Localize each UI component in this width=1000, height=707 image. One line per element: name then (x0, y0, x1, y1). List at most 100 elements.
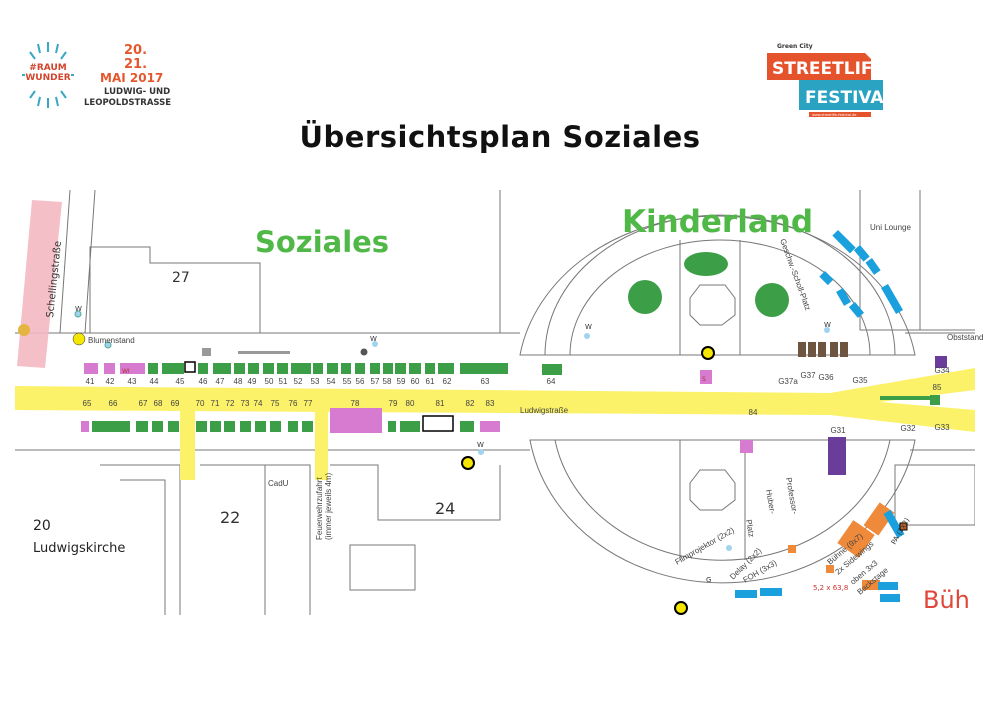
stall-number: 69 (171, 399, 180, 408)
stall-number: 58 (383, 377, 392, 386)
stall-box (370, 363, 380, 374)
stall-box (400, 421, 420, 432)
stall-number: G35 (852, 376, 868, 385)
svg-text:FESTIVAL: FESTIVAL (805, 88, 890, 108)
stall-number: 63 (481, 377, 490, 386)
info-stall (865, 258, 881, 275)
stall-box (270, 421, 281, 432)
stall-box (84, 363, 98, 374)
wi-label: WI (122, 368, 130, 375)
svg-text:21.: 21. (124, 57, 147, 72)
g-label: G (706, 576, 711, 584)
svg-text:LEOPOLDSTRASSE: LEOPOLDSTRASSE (84, 98, 171, 108)
svg-text:MAI 2017: MAI 2017 (100, 71, 163, 85)
building-22: 22 (220, 508, 240, 527)
stall-box (196, 421, 207, 432)
stall-number: G32 (900, 424, 916, 433)
water-label: W (75, 305, 82, 313)
stall-box (395, 363, 406, 374)
water-label: W (477, 441, 484, 449)
stall-number: 70 (196, 399, 205, 408)
water-label: W (585, 323, 592, 331)
streetlife-festival-logo: Green City STREETLIFE FESTIVAL www.stree… (767, 43, 890, 117)
info-stall (853, 244, 870, 262)
stall-box (277, 363, 288, 374)
stall-number: G34 (934, 366, 950, 375)
page-title: Übersichtsplan Soziales (299, 120, 701, 154)
stall-number: 41 (86, 377, 95, 386)
stall-box (480, 421, 500, 432)
building-24: 24 (435, 499, 455, 518)
stall-number: 76 (289, 399, 298, 408)
stall-box (248, 363, 259, 374)
stall-box (330, 408, 382, 433)
stall-box (148, 363, 158, 374)
stall-number: 53 (311, 377, 320, 386)
stall-number: 82 (466, 399, 475, 408)
stage-size-label: 5,2 x 63,8 (813, 584, 848, 592)
stall-box (313, 363, 323, 374)
stall-number: 84 (749, 408, 758, 417)
stall-number: 49 (248, 377, 257, 386)
tree (684, 252, 728, 276)
stall-box (210, 421, 221, 432)
stall-number: 80 (406, 399, 415, 408)
stall-number: G33 (934, 423, 950, 432)
stall-box (213, 363, 231, 374)
stall-box (425, 363, 435, 374)
water-label: W (370, 335, 377, 343)
stall-number: 60 (411, 377, 420, 386)
stall-number: 56 (356, 377, 365, 386)
stall-number: 68 (154, 399, 163, 408)
stall-number: 78 (351, 399, 360, 408)
stall-number: 61 (426, 377, 435, 386)
area-buehne: Büh (923, 586, 970, 614)
stall-number: 43 (128, 377, 137, 386)
stall-box (104, 363, 115, 374)
main-road (15, 368, 975, 432)
stall-number: 77 (304, 399, 313, 408)
stall-box (383, 363, 393, 374)
stall-box (288, 421, 298, 432)
feuerwehr-label: Feuerwehrzufahrt (315, 477, 324, 540)
stall-number: 67 (139, 399, 148, 408)
stall-number: 48 (234, 377, 243, 386)
stall-box (198, 363, 208, 374)
area-soziales: Soziales (255, 225, 389, 259)
stall-number: 85 (933, 383, 942, 392)
stall-number: 45 (176, 377, 185, 386)
svg-text:www.streetlife-festival.de: www.streetlife-festival.de (812, 113, 856, 117)
s-label: S (702, 376, 706, 383)
info-stall (832, 230, 856, 254)
stall-number: 66 (109, 399, 118, 408)
stall-number: 71 (211, 399, 220, 408)
stall-box (438, 363, 454, 374)
stall-number: 59 (397, 377, 406, 386)
stall-number: 55 (343, 377, 352, 386)
stall-number: 74 (254, 399, 263, 408)
street-label: Professor- (784, 477, 799, 515)
stall-box (302, 421, 313, 432)
obststand-label: Obststand (947, 333, 983, 342)
stall-box (152, 421, 163, 432)
stall-box (542, 364, 562, 375)
info-stall (881, 284, 904, 314)
tree (628, 280, 662, 314)
stall-number: 57 (371, 377, 380, 386)
stall-box (460, 363, 508, 374)
stall-number: 81 (436, 399, 445, 408)
raumwunder-logo: 20. 21. MAI 2017 LUDWIG- UND LEOPOLDSTRA… (22, 42, 171, 108)
svg-text:Green City: Green City (777, 43, 813, 50)
stall-box (291, 363, 311, 374)
stall-number: 79 (389, 399, 398, 408)
stall-box (327, 363, 338, 374)
stall-number: 52 (294, 377, 303, 386)
stall-box (255, 421, 266, 432)
stall-box (409, 363, 421, 374)
stall-box (234, 363, 245, 374)
svg-text:20.: 20. (124, 43, 147, 58)
stall-box (341, 363, 351, 374)
stall-number: 72 (226, 399, 235, 408)
feuerwehr-note: (immer jeweils 4m) (324, 473, 333, 540)
